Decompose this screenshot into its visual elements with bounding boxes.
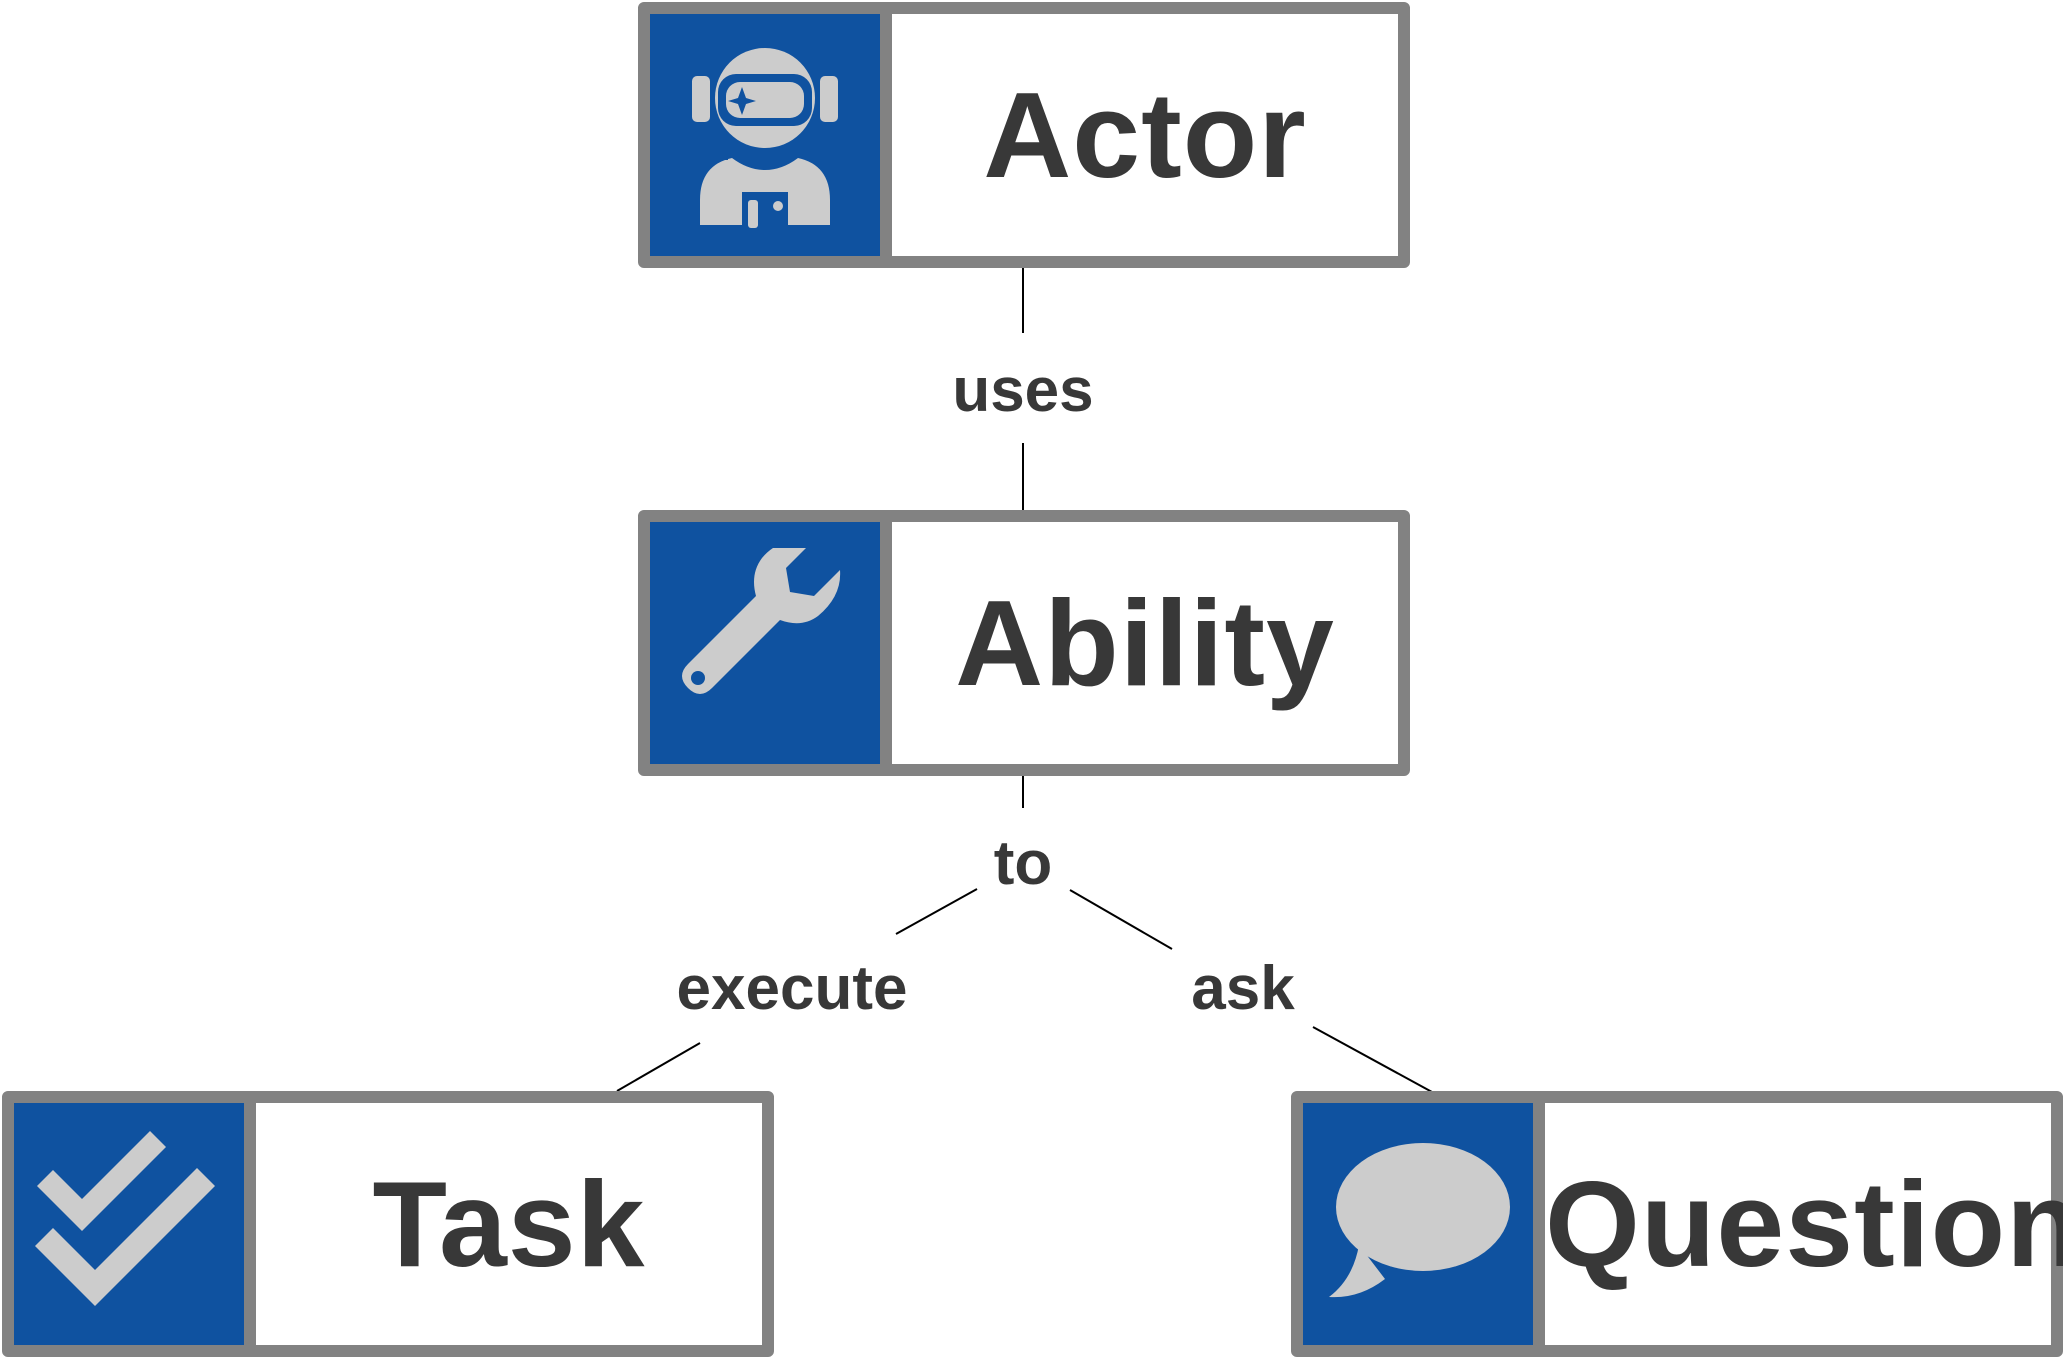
actor-node: Actor: [638, 2, 1410, 268]
edge-execute-task: [616, 1042, 701, 1092]
task-node: Task: [2, 1091, 774, 1357]
edge-label-uses: uses: [952, 356, 1094, 425]
question-node: Question: [1291, 1091, 2063, 1357]
double-check-icon: [35, 1131, 215, 1306]
edge-to-ask: [1069, 889, 1173, 950]
edge-ask-question: [1312, 1026, 1433, 1093]
edge-label-execute: execute: [676, 954, 908, 1023]
wrench-icon: [682, 548, 841, 694]
edge-to-execute: [895, 888, 978, 935]
task-icon-cell: [14, 1103, 256, 1345]
edge-label-to: to: [993, 829, 1053, 898]
astronaut-icon: [692, 48, 838, 228]
actor-icon-cell: [650, 14, 892, 256]
ability-label: Ability: [955, 575, 1335, 711]
actor-label: Actor: [983, 67, 1307, 203]
speech-bubble-icon: [1329, 1143, 1510, 1298]
task-label: Task: [372, 1156, 646, 1292]
edge-label-ask: ask: [1191, 954, 1295, 1023]
ability-node: Ability: [638, 510, 1410, 776]
question-icon-cell: [1303, 1103, 1545, 1345]
question-label: Question: [1545, 1156, 2063, 1292]
ability-icon-cell: [650, 522, 892, 764]
